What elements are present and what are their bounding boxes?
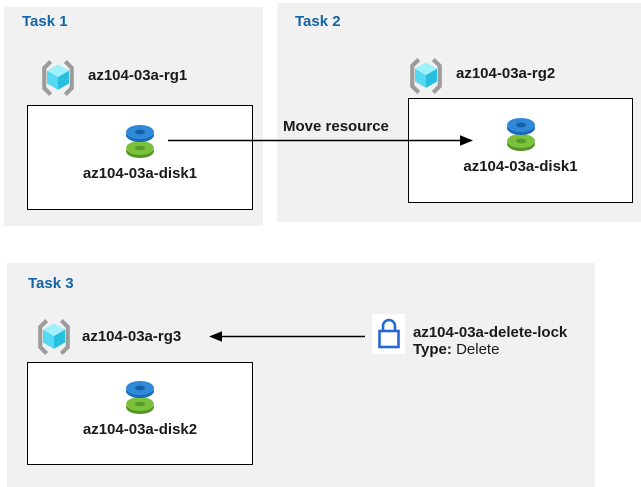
- disk-icon: [126, 124, 154, 158]
- task2-resource-box: az104-03a-disk1: [408, 98, 633, 203]
- task2-disk-label: az104-03a-disk1: [463, 157, 578, 175]
- task1-resource-box: az104-03a-disk1: [27, 105, 253, 210]
- lock-icon: [377, 318, 400, 349]
- task3-resource-box: az104-03a-disk2: [27, 362, 253, 465]
- lock-name: az104-03a-delete-lock: [413, 324, 568, 341]
- task3-resource-group-label: az104-03a-rg3: [82, 328, 182, 345]
- lock-type: Type: Delete: [413, 341, 499, 358]
- task2-resource-group-label: az104-03a-rg2: [456, 65, 556, 82]
- disk-icon: [126, 380, 154, 414]
- task3-title: Task 3: [28, 275, 74, 292]
- resource-group-icon: [410, 58, 442, 94]
- move-resource-label: Move resource: [283, 118, 389, 135]
- resource-group-icon: [38, 319, 70, 355]
- resource-group-icon: [42, 60, 74, 96]
- lock-badge: [372, 314, 405, 354]
- lock-type-label: Type:: [413, 341, 452, 358]
- task1-title: Task 1: [22, 13, 68, 30]
- task2-title: Task 2: [295, 13, 341, 30]
- lock-text: az104-03a-delete-lock Type: Delete: [413, 324, 567, 358]
- task1-resource-group-label: az104-03a-rg1: [88, 67, 188, 84]
- task3-disk-label: az104-03a-disk2: [82, 420, 198, 438]
- disk-icon: [506, 117, 535, 151]
- task1-disk-label: az104-03a-disk1: [82, 164, 198, 182]
- lock-type-value: Delete: [456, 341, 500, 358]
